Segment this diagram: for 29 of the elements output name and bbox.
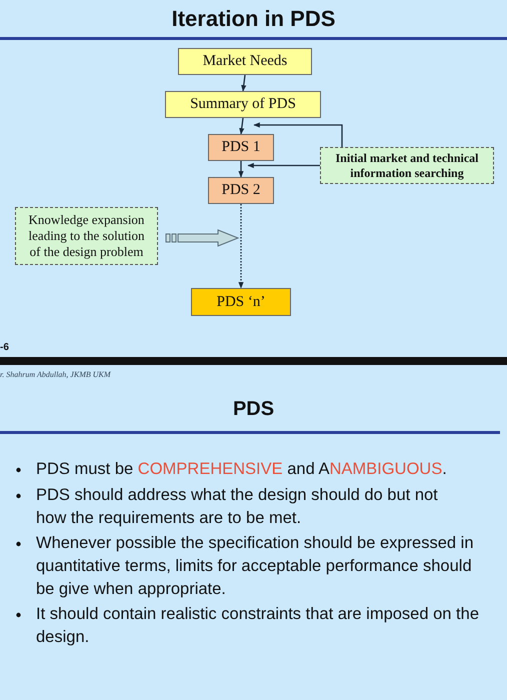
slide-title: Iteration in PDS [170, 6, 336, 32]
node-label: Initial market and technical information searching [334, 150, 480, 180]
bullet-text: PDS must be COMPREHENSIVE and ANAMBIGUOUS. [36, 459, 448, 480]
footer-text: r. Shahrum Abdullah, JKMB UKM [0, 369, 112, 380]
arrow [241, 74, 246, 92]
block-arrow [166, 229, 240, 247]
arrow [238, 161, 244, 178]
process-box [208, 134, 274, 161]
process-box [208, 177, 274, 204]
process-box [178, 48, 312, 75]
arrow [238, 204, 244, 289]
process-box [165, 91, 321, 118]
node-label: PDS ‘n’ [216, 292, 266, 312]
bullet-text: It should contain realistic constraints that are imposed on the design. [36, 604, 480, 648]
bullet-text: Whenever possible the specification should be expressed in quantitative terms, limits for acceptable performance should be give when appropriate. [36, 533, 475, 600]
arrow [247, 162, 320, 168]
note-box [320, 147, 494, 184]
arrow [253, 122, 343, 147]
process-box [191, 288, 291, 316]
bullet-text: PDS should address what the design should do but not how the requirements are to be met. [36, 485, 439, 529]
node-label: PDS 1 [222, 138, 260, 157]
node-label: Market Needs [202, 52, 288, 71]
node-label: PDS 2 [222, 181, 260, 200]
node-label: Knowledge expansion leading to the solution of the design problem [28, 212, 146, 260]
note-box [15, 207, 158, 265]
node-label: Summary of PDS [190, 95, 296, 114]
arrow [239, 118, 244, 135]
slide-title: PDS [232, 397, 276, 422]
slide-number: -6 [0, 341, 10, 355]
